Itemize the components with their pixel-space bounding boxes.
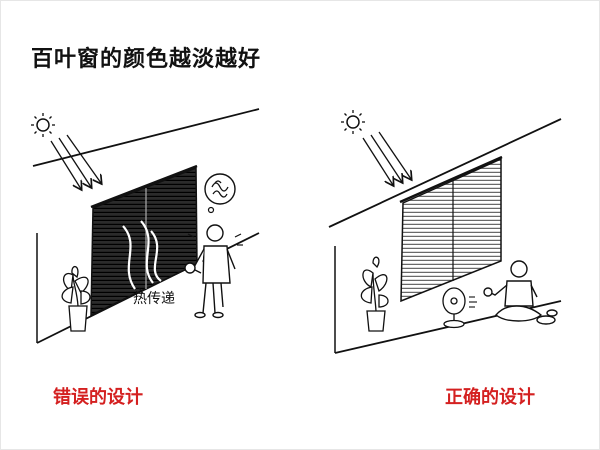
- label-pointer: [138, 287, 144, 294]
- wall-top-line: [32, 108, 260, 167]
- wall-top-line: [328, 118, 562, 228]
- wrong-design-caption: 错误的设计: [53, 387, 143, 408]
- hot-person: [184, 224, 243, 319]
- page-title: 百叶窗的颜色越淡越好: [31, 47, 262, 72]
- heat-transfer-label: 热传递: [133, 291, 175, 307]
- heat-wave-lines: [122, 220, 162, 290]
- thought-bubble-icon: [204, 173, 236, 214]
- slippers: [536, 309, 558, 325]
- potted-plant: [360, 256, 389, 332]
- left-panel: 热传递: [31, 108, 260, 344]
- sunlight-arrows: [362, 131, 411, 185]
- electric-fan: [442, 287, 477, 329]
- window-blinds: [399, 155, 503, 303]
- comfortable-person: [483, 260, 558, 325]
- sun-icon: [341, 110, 365, 134]
- right-panel: [328, 110, 562, 354]
- correct-design-caption: 正确的设计: [445, 387, 535, 408]
- sunlight-arrows: [50, 134, 101, 189]
- sun-icon: [31, 113, 55, 137]
- potted-plant: [61, 266, 91, 332]
